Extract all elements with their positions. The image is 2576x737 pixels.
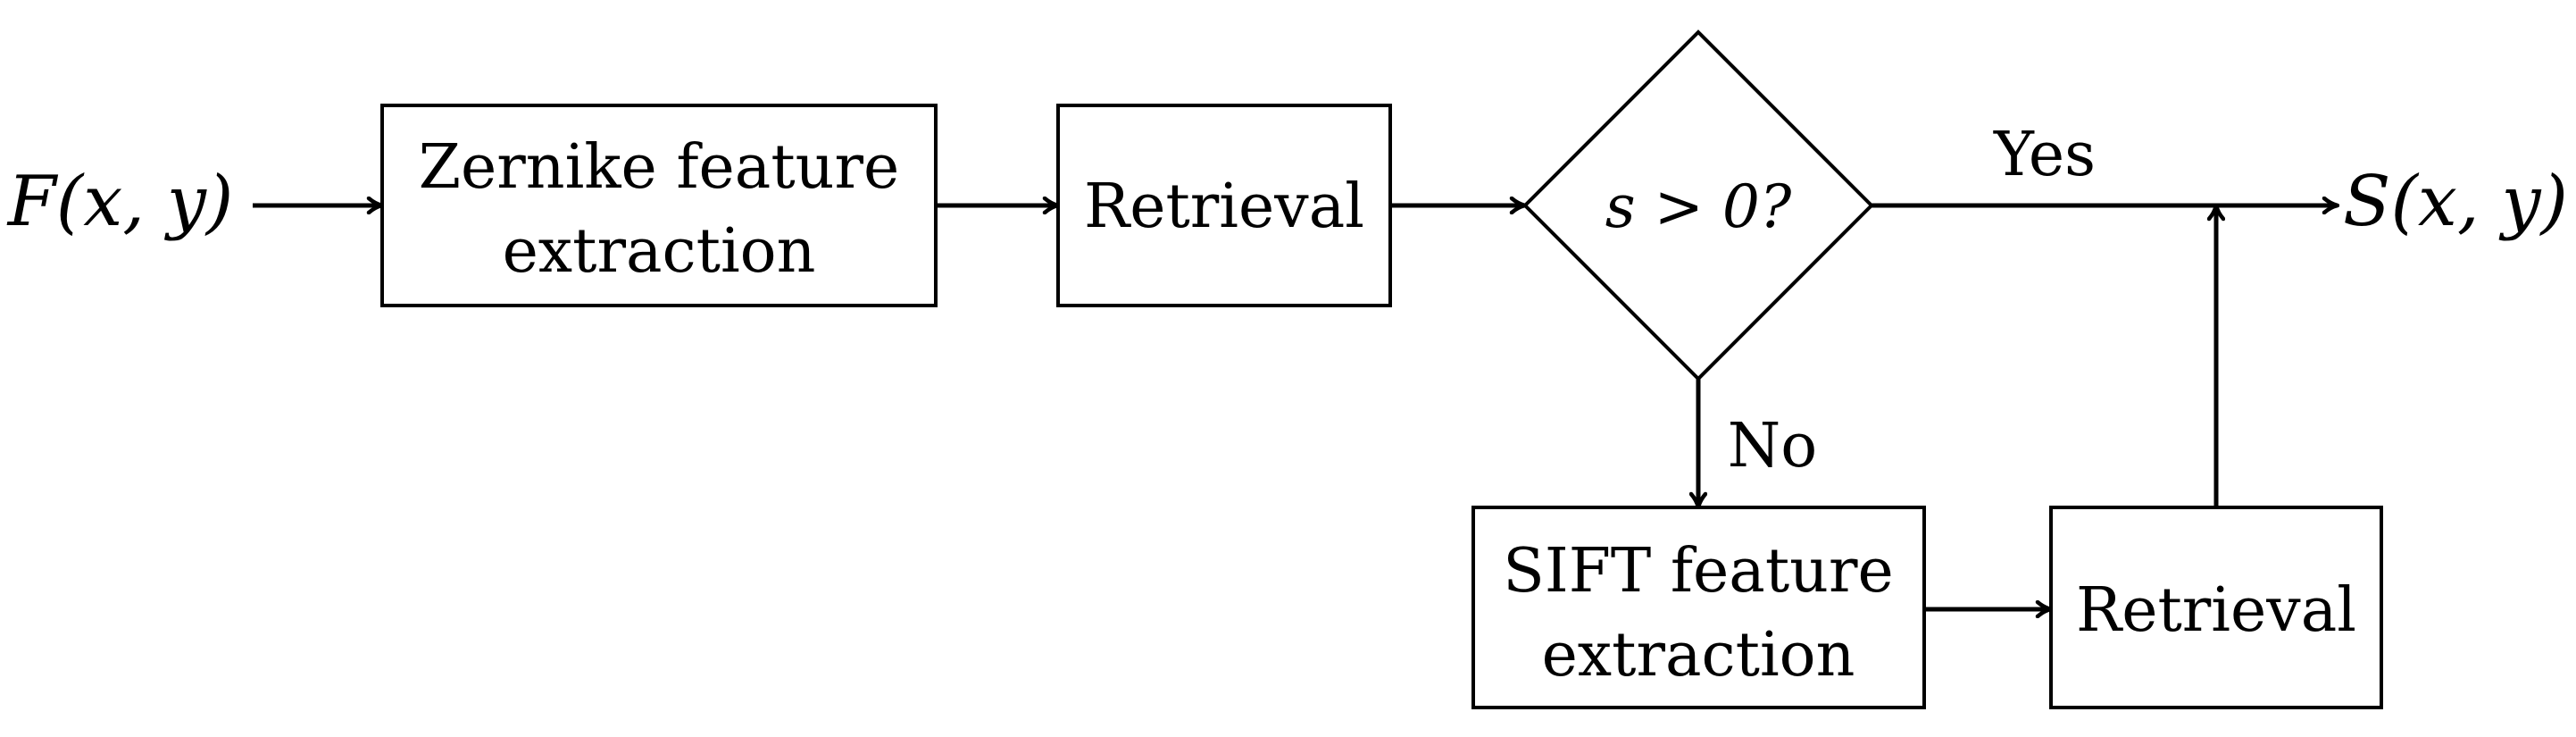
retrieval-bottom-node: Retrieval [2049,506,2383,709]
retrieval-bottom-box [2049,506,2383,709]
retrieval-top-box [1056,104,1392,307]
decision-node: s > 0? [1522,29,1874,381]
output-signal-label: S(x, y) [2343,162,2568,242]
yes-label: Yes [1993,120,2096,190]
zernike-label-line2: extraction [503,216,816,287]
no-label: No [1728,411,1817,482]
retrieval-top-node: Retrieval [1056,104,1392,307]
zernike-feature-extraction-node: Zernike feature extraction [380,104,938,307]
retrieval-top-label: Retrieval [1084,172,1364,242]
input-signal-label: F(x, y) [6,162,234,242]
sift-box [1471,506,1926,709]
zernike-box [380,104,938,307]
sift-label-line2: extraction [1542,620,1855,691]
sift-feature-extraction-node: SIFT feature extraction [1471,506,1926,709]
decision-label: s > 0? [1605,172,1792,241]
zernike-label-line1: Zernike feature [419,132,899,203]
retrieval-bottom-label: Retrieval [2076,575,2356,646]
sift-label-line1: SIFT feature [1503,536,1893,607]
